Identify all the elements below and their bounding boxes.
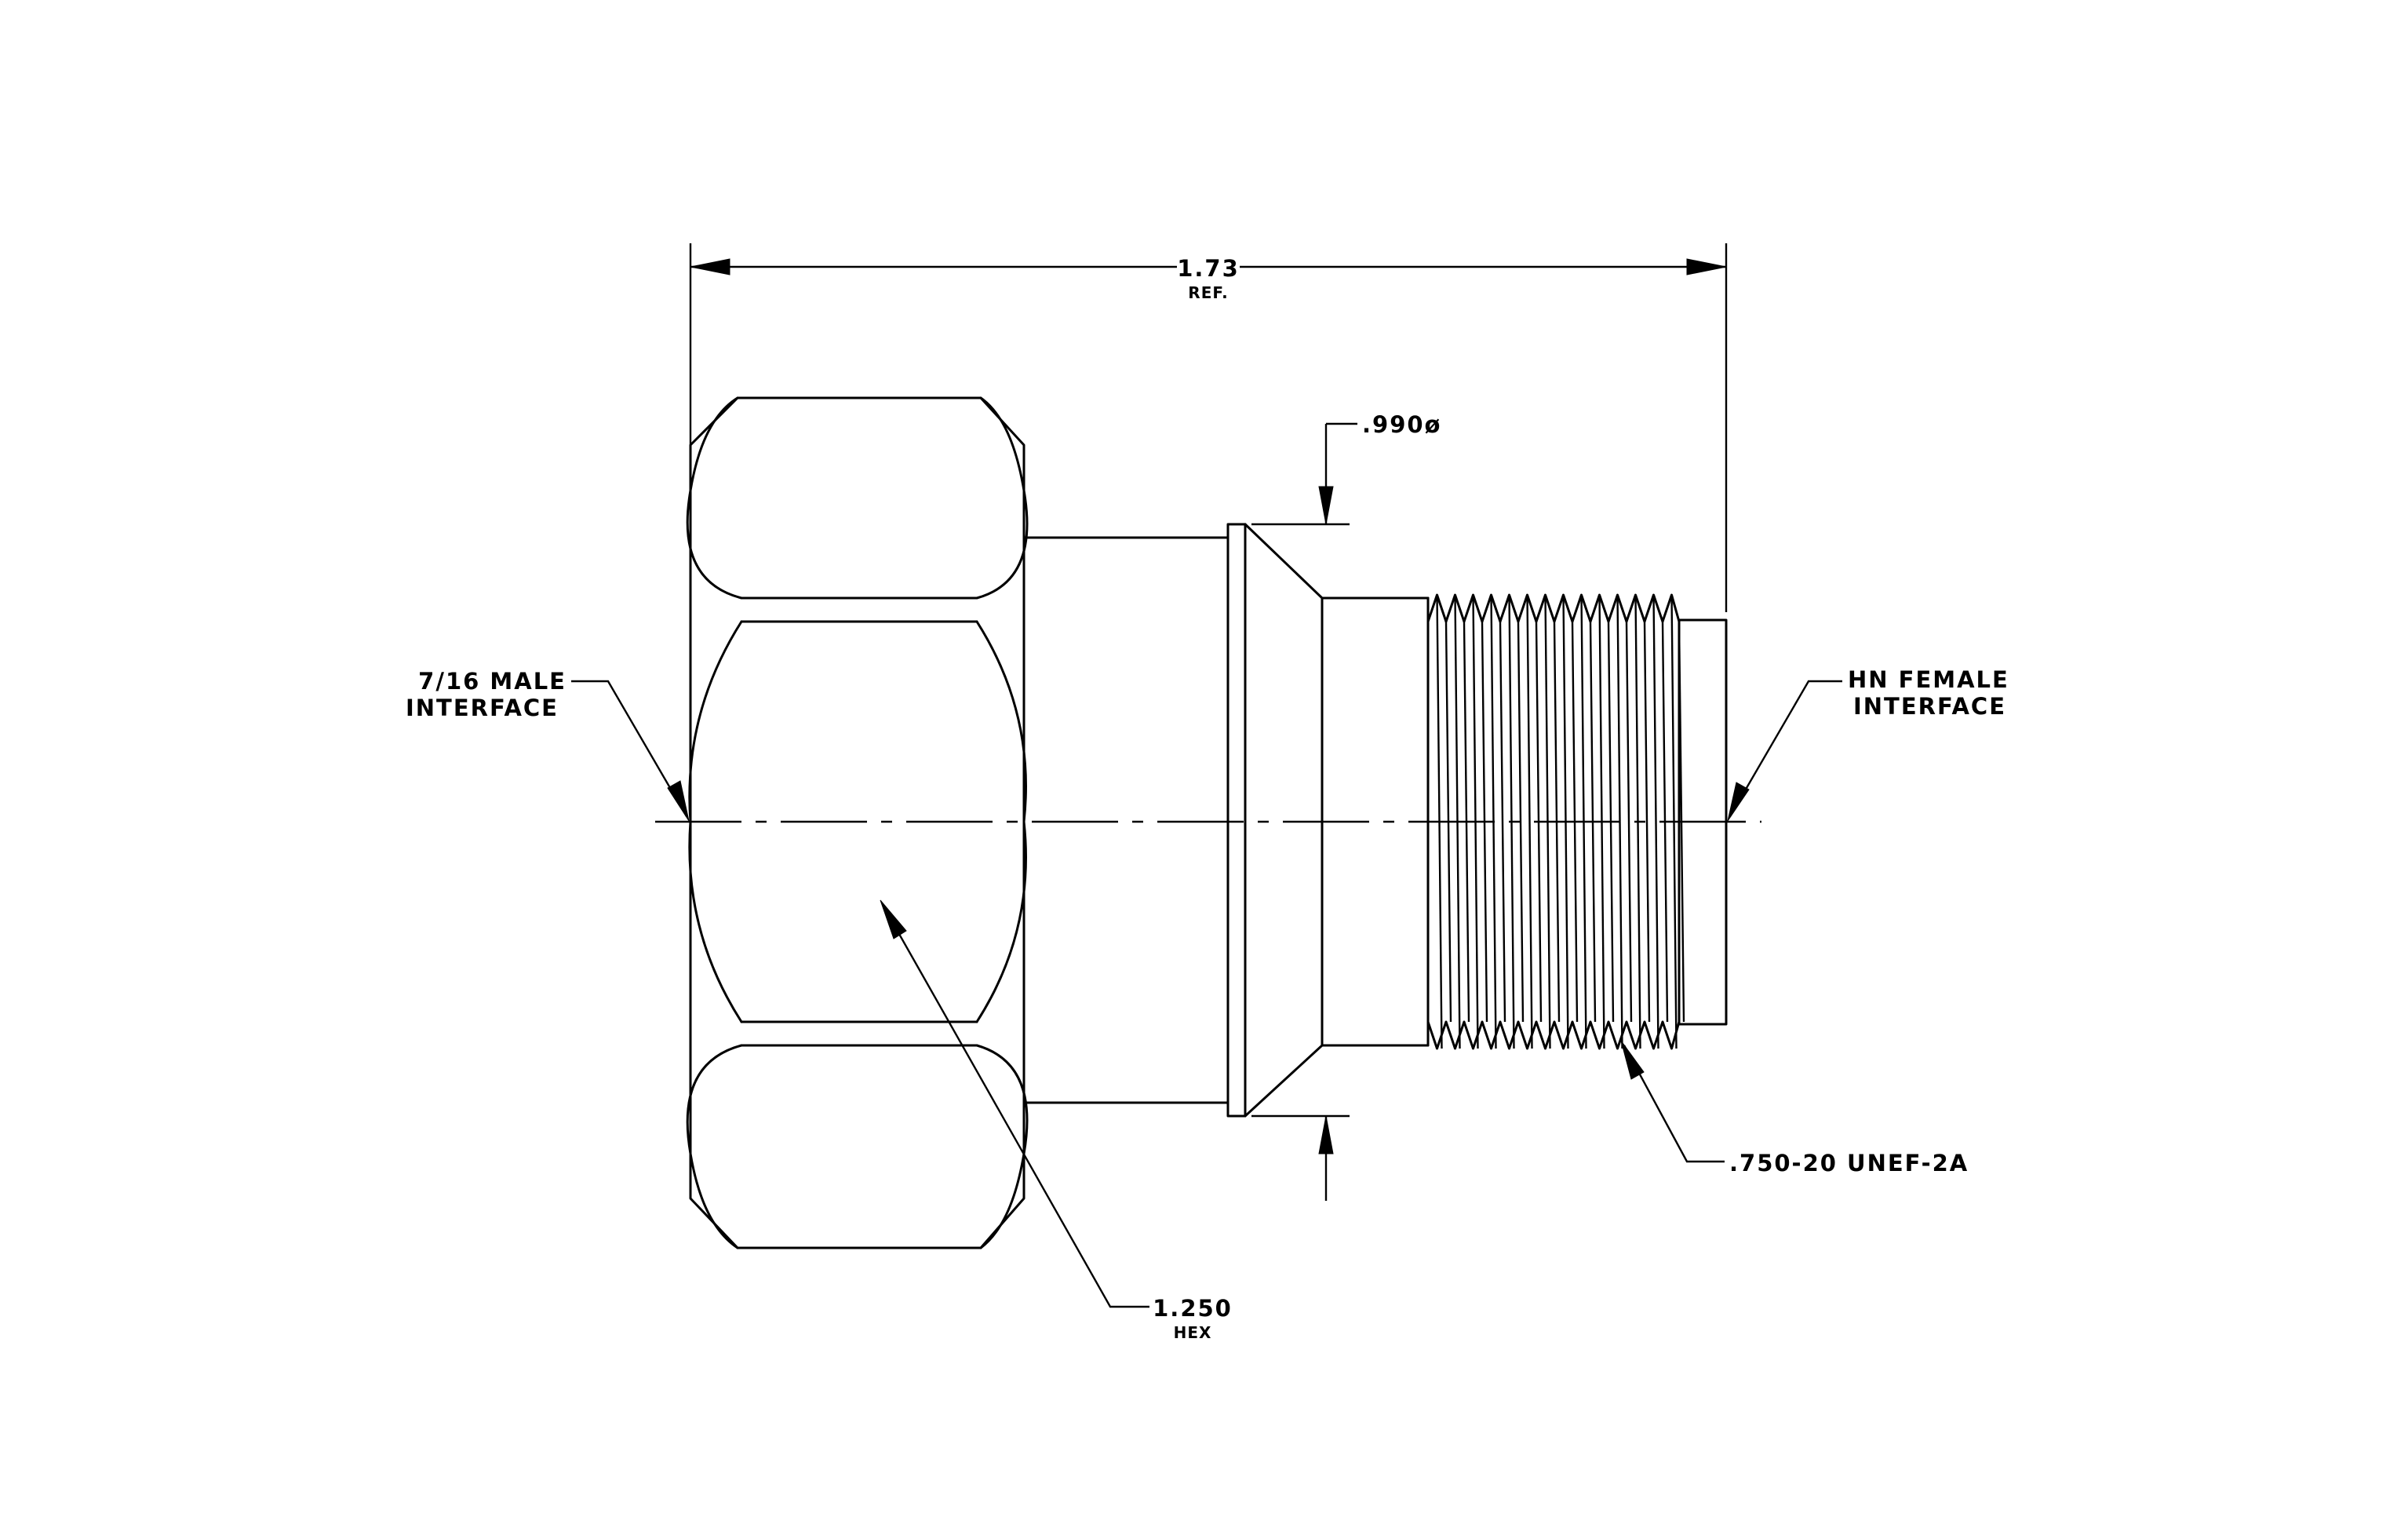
overall-length-dimension: 1.73 REF. xyxy=(689,243,1728,612)
left-interface-callout: 7/16 MALE INTERFACE xyxy=(406,668,690,822)
hex-nut xyxy=(686,396,1029,1249)
overall-length-note: REF. xyxy=(1188,283,1228,302)
thread-crest-line xyxy=(1652,594,1659,1049)
hex-size-note: HEX xyxy=(1174,1323,1212,1342)
thread-root-line xyxy=(1517,621,1525,1023)
left-interface-line2: INTERFACE xyxy=(406,695,559,721)
thread-spec-callout: .750-20 UNEF-2A xyxy=(1620,1040,1969,1176)
thread-spec-label: .750-20 UNEF-2A xyxy=(1729,1150,1969,1176)
right-interface-line1: HN FEMALE xyxy=(1848,666,2009,693)
right-interface-line2: INTERFACE xyxy=(1853,693,2006,720)
overall-length-value: 1.73 xyxy=(1177,255,1240,282)
thread-root-line xyxy=(1499,621,1506,1023)
right-interface-callout: HN FEMALE INTERFACE xyxy=(1727,666,2009,822)
left-interface-line1: 7/16 MALE xyxy=(418,668,566,695)
hex-size-value: 1.250 xyxy=(1153,1295,1233,1322)
flange-diameter-label: .990ø xyxy=(1362,411,1441,438)
thread-root-line xyxy=(1643,621,1651,1023)
thread-crest-line xyxy=(1526,594,1533,1049)
thread-profile-bottom xyxy=(1426,1020,1681,1050)
thread-root-line xyxy=(1625,621,1633,1023)
thread-profile-top xyxy=(1426,593,1681,623)
hex-size-callout: 1.250 HEX xyxy=(880,899,1233,1342)
adapter-body xyxy=(1022,523,1430,1118)
flange-diameter-dimension: .990ø xyxy=(1251,411,1441,1201)
